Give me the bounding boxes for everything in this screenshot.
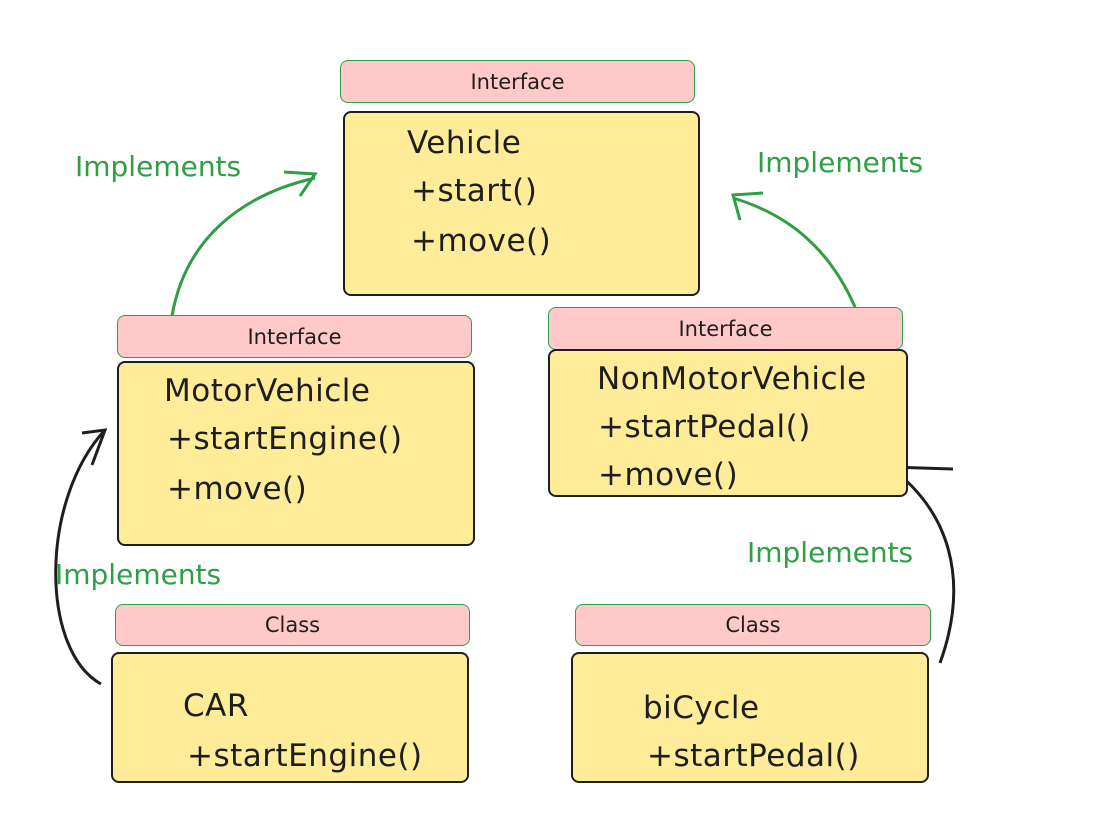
- vehicle-stereotype: Interface: [340, 60, 695, 103]
- nonmotor-member: +startPedal(): [598, 409, 811, 445]
- vehicle-member: +move(): [411, 223, 552, 259]
- bicycle-stereotype: Class: [575, 604, 931, 646]
- car-stereotype: Class: [115, 604, 470, 646]
- bicycle-name: biCycle: [643, 690, 760, 726]
- arrowhead-car-to-motor: [81, 428, 108, 466]
- bicycle-box[interactable]: biCycle +startPedal(): [571, 652, 929, 783]
- edge-bicycle-to-nonmotor: [886, 463, 956, 664]
- car-name: CAR: [183, 688, 249, 724]
- motor-member: +move(): [167, 471, 308, 507]
- edge-label: Implements: [75, 150, 242, 183]
- car-member: +startEngine(): [187, 738, 423, 774]
- edge-nonmotor-to-vehicle: [732, 196, 857, 308]
- arrowhead-motor-to-vehicle: [283, 170, 318, 197]
- bicycle-member: +startPedal(): [647, 738, 860, 774]
- nonmotor-member: +move(): [598, 457, 739, 493]
- car-box[interactable]: CAR +startEngine(): [111, 652, 469, 783]
- motor-stereotype: Interface: [117, 315, 472, 358]
- motor-box[interactable]: MotorVehicle +startEngine() +move(): [117, 361, 475, 546]
- nonmotor-stereotype: Interface: [548, 307, 903, 350]
- nonmotor-name: NonMotorVehicle: [597, 361, 867, 397]
- edge-label: Implements: [55, 558, 222, 591]
- arrowhead-nonmotor-to-vehicle: [731, 191, 764, 221]
- edge-label: Implements: [757, 146, 924, 179]
- nonmotor-box[interactable]: NonMotorVehicle +startPedal() +move(): [548, 349, 908, 497]
- vehicle-name: Vehicle: [407, 125, 522, 161]
- vehicle-member: +start(): [411, 173, 538, 209]
- vehicle-box[interactable]: Vehicle +start() +move(): [343, 111, 700, 296]
- edge-car-to-motor: [54, 428, 107, 686]
- edge-label: Implements: [747, 536, 914, 569]
- edge-motor-to-vehicle: [170, 176, 316, 317]
- motor-member: +startEngine(): [167, 421, 403, 457]
- motor-name: MotorVehicle: [164, 373, 371, 409]
